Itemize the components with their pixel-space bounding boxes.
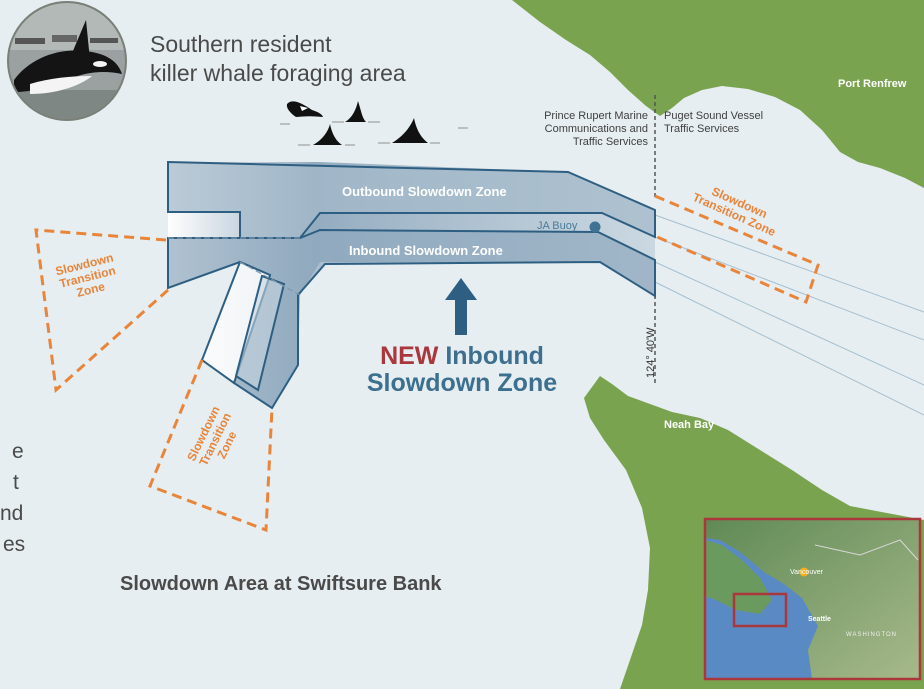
orca-breaching-photo (7, 1, 127, 121)
label-ja-buoy: JA Buoy (537, 220, 578, 232)
shipping-lane (654, 236, 924, 341)
label-inbound-zone: Inbound Slowdown Zone (349, 243, 503, 258)
transition-zone-left (34, 228, 169, 394)
shipping-lane (654, 281, 924, 416)
inset-label-seattle: Seattle (808, 616, 831, 623)
label-port-renfrew: Port Renfrew (838, 78, 907, 90)
outbound-slowdown-zone (167, 160, 656, 239)
orca-fin-icon (286, 101, 428, 145)
label-new-inbound-zone: NEW Inbound Slowdown Zone (366, 342, 558, 397)
buoy-marker-icon (589, 221, 601, 233)
label-outbound-zone: Outbound Slowdown Zone (342, 184, 507, 199)
shipping-lane (654, 214, 924, 313)
inset-label-washington: WASHINGTON (846, 632, 898, 638)
southbound-lane-left (200, 260, 272, 385)
label-prince-rupert: Prince Rupert Marine Communications and … (544, 110, 648, 148)
vancouver-island-land (512, 0, 924, 188)
cropped-side-text: e t nd es (0, 440, 26, 556)
label-puget-sound: Puget Sound Vessel Traffic Services (664, 110, 764, 135)
label-foraging-area: Southern resident killer whale foraging … (150, 31, 406, 86)
inset-label-vancouver: Vancouver (790, 569, 823, 576)
southbound-lane-inner (234, 274, 286, 392)
label-neah-bay: Neah Bay (664, 419, 715, 431)
label-meridian: 124° 40'W (645, 327, 657, 378)
map-title: Slowdown Area at Swiftsure Bank (120, 573, 442, 595)
transition-zone-right (654, 194, 820, 305)
zone-divider (239, 261, 301, 296)
up-arrow-icon (445, 278, 477, 335)
shipping-lane (654, 261, 924, 386)
transition-zone-bottom (148, 359, 274, 533)
inset-map (703, 517, 922, 681)
